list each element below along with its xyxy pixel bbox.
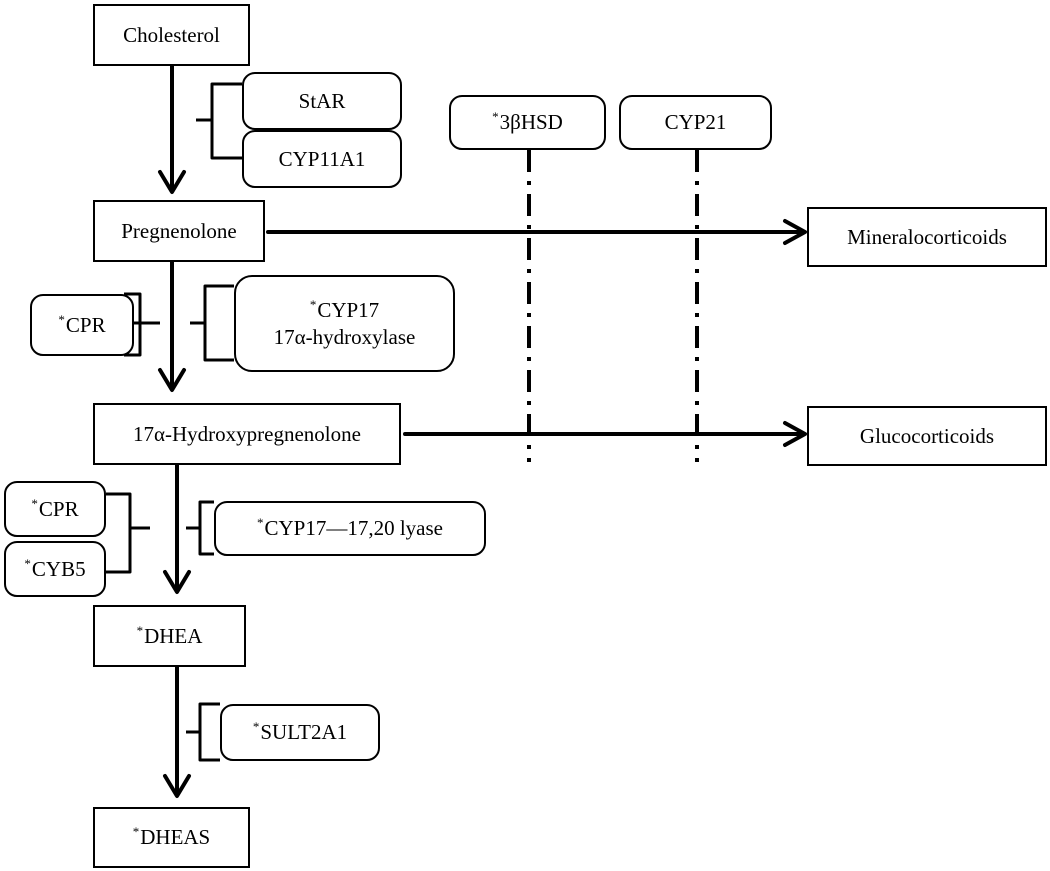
cholesterol-box: Cholesterol: [93, 4, 250, 66]
hsd3b-label: *3βHSD: [492, 109, 563, 135]
arrowhead-3: [163, 570, 191, 594]
arrowhead-4: [163, 774, 191, 798]
arrowhead-6: [783, 421, 807, 447]
dheas-label: *DHEAS: [132, 824, 211, 850]
pregnenolone-label: Pregnenolone: [121, 218, 237, 243]
cyb5-label: *CYB5: [24, 555, 86, 581]
hydroxypregnenolone-label: 17α-Hydroxypregnenolone: [133, 421, 361, 446]
arrowhead-5: [783, 219, 807, 245]
glucocorticoids-box: Glucocorticoids: [807, 406, 1047, 466]
cyp21-box: CYP21: [619, 95, 772, 150]
cyp17-hydroxylase-box: *CYP17 17α-hydroxylase: [234, 275, 455, 372]
mineralocorticoids-box: Mineralocorticoids: [807, 207, 1047, 267]
cpr-box-2: *CPR: [4, 481, 106, 537]
cholesterol-label: Cholesterol: [123, 22, 220, 47]
bracket-cyp17-hydroxylase: [190, 284, 234, 362]
cyp17-lyase-label: *CYP17—17,20 lyase: [257, 515, 443, 541]
cyp17-label: *CYP17: [309, 297, 380, 323]
cpr-label-2: *CPR: [31, 495, 79, 521]
dhea-label: *DHEA: [136, 622, 203, 648]
bracket-sult2a1: [186, 702, 220, 762]
cyb5-box: *CYB5: [4, 541, 106, 597]
mineralocorticoids-label: Mineralocorticoids: [847, 224, 1007, 249]
cyp11a1-box: CYP11A1: [242, 130, 402, 188]
bracket-cpr-cyb5: [106, 492, 150, 574]
pregnenolone-box: Pregnenolone: [93, 200, 265, 262]
bracket-cyp17-lyase: [186, 500, 214, 556]
sult2a1-label: *SULT2A1: [252, 719, 348, 745]
bracket-star-cyp11a1: [196, 82, 242, 160]
cyp11a1-label: CYP11A1: [278, 146, 366, 171]
cyp21-label: CYP21: [664, 110, 727, 135]
cpr-label-1: *CPR: [58, 311, 106, 337]
cyp17-lyase-box: *CYP17—17,20 lyase: [214, 501, 486, 556]
star-box: StAR: [242, 72, 402, 130]
sult2a1-box: *SULT2A1: [220, 704, 380, 761]
hydroxypregnenolone-box: 17α-Hydroxypregnenolone: [93, 403, 401, 465]
star-label: StAR: [298, 88, 346, 113]
dhea-box: *DHEA: [93, 605, 246, 667]
arrowhead-1: [158, 170, 186, 194]
arrowhead-2: [158, 368, 186, 392]
glucocorticoids-label: Glucocorticoids: [859, 423, 995, 448]
dheas-box: *DHEAS: [93, 807, 250, 868]
cpr-box-1: *CPR: [30, 294, 134, 356]
hydroxylase-label: 17α-hydroxylase: [273, 324, 416, 349]
hsd3b-box: *3βHSD: [449, 95, 606, 150]
